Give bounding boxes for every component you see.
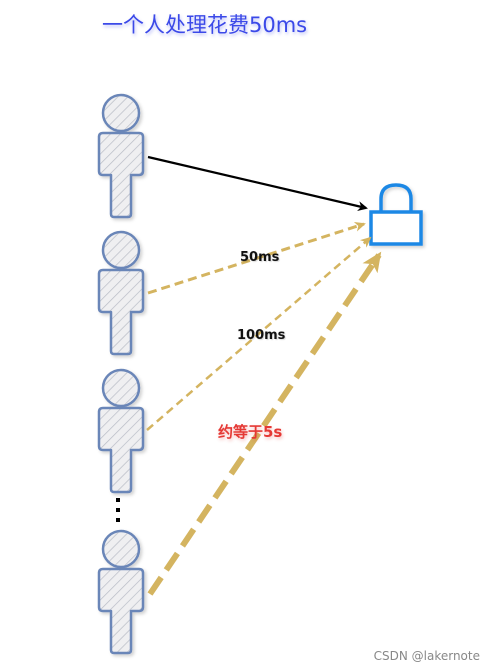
person-icon-1: [97, 93, 145, 219]
diagram-title: 一个人处理花费50ms: [102, 13, 308, 37]
person-icon-3: [97, 368, 145, 494]
ellipsis-icon: [116, 498, 120, 522]
label-100ms: 100ms: [237, 328, 286, 343]
arrow-person2-to-lock: [147, 221, 366, 295]
person-icon-2: [97, 230, 145, 356]
arrow-person1-to-lock: [147, 155, 368, 212]
lock-icon: [369, 183, 423, 246]
label-approx-5s: 约等于5s: [218, 423, 283, 441]
arrow-person4-to-lock: [147, 251, 382, 596]
person-icon-4: [97, 529, 145, 655]
label-50ms: 50ms: [240, 250, 280, 265]
watermark: CSDN @lakernote: [373, 649, 480, 663]
arrow-person3-to-lock: [146, 236, 372, 431]
